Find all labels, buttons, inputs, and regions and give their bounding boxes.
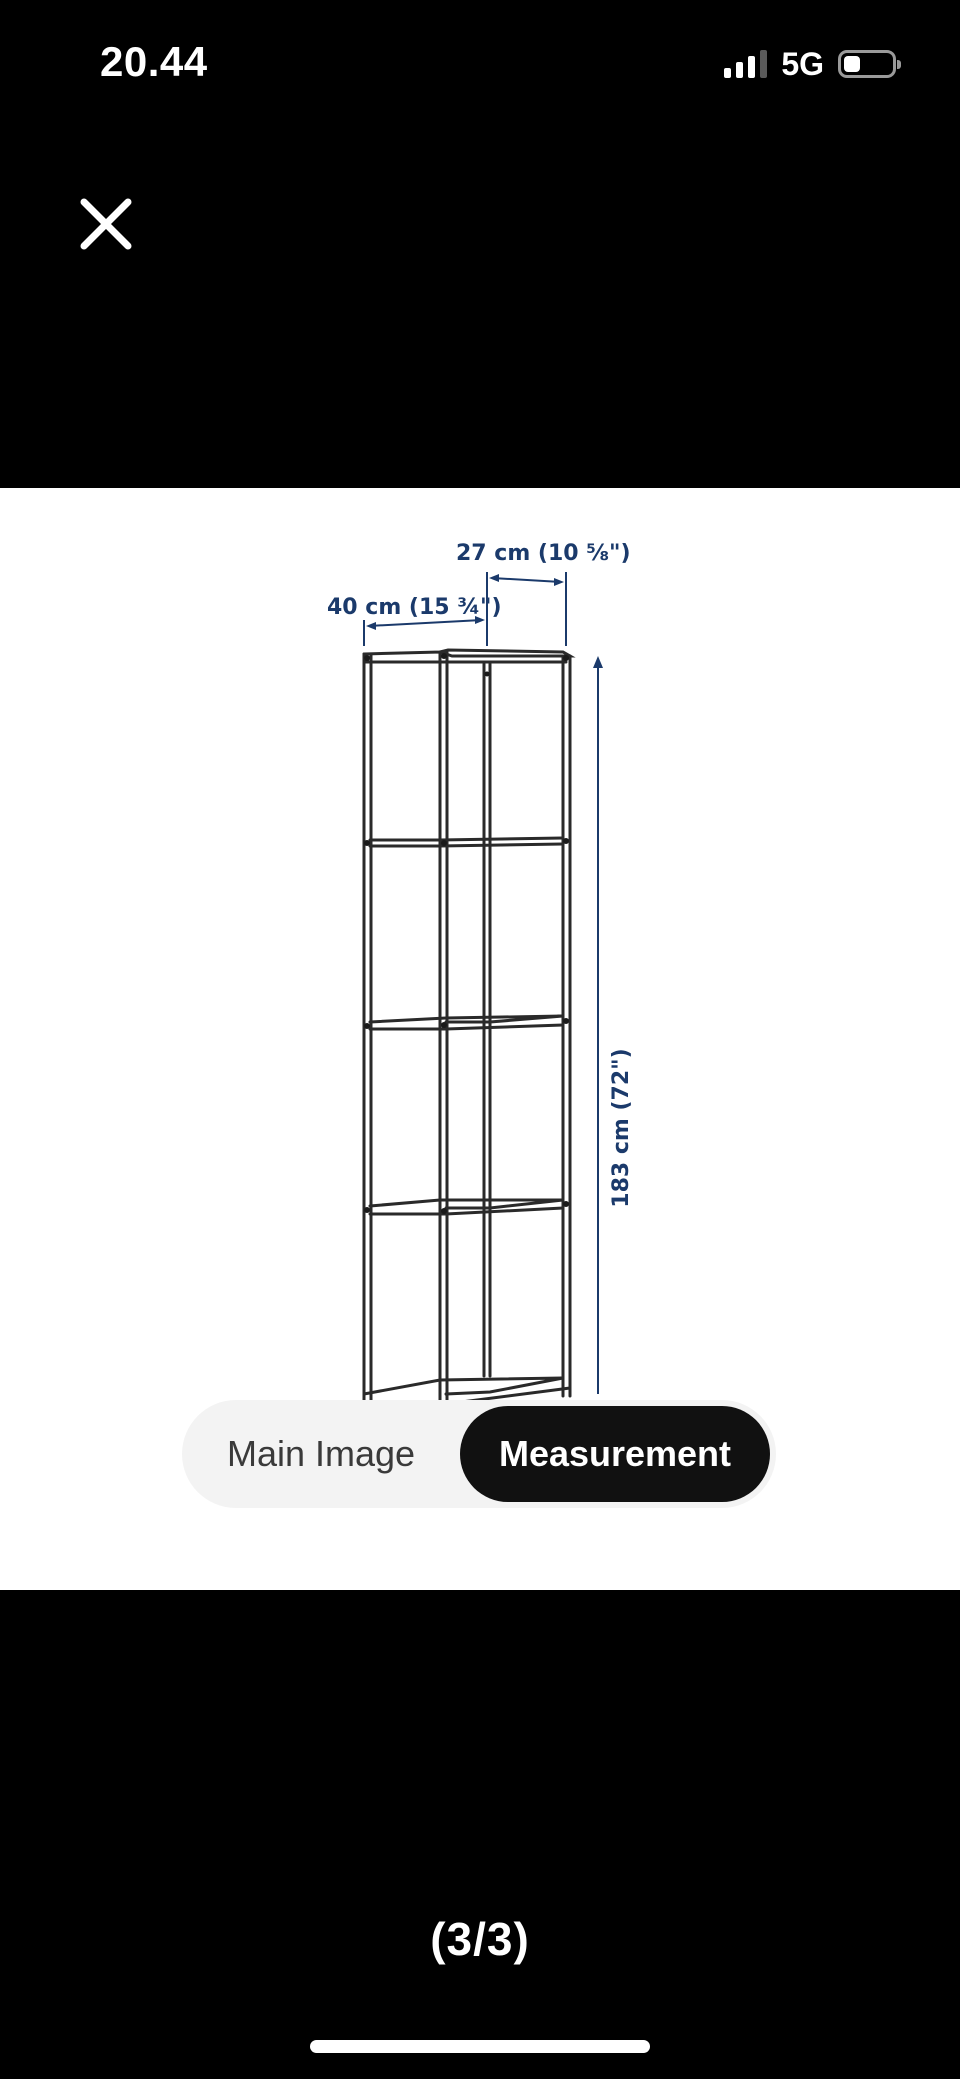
status-time: 20.44 — [100, 38, 208, 85]
network-type: 5G — [781, 45, 824, 82]
shelf-2 — [368, 1014, 564, 1024]
shelf-measurement-diagram: 27 cm (10 ⅝") 40 cm (15 ¾") 183 cm (72") — [327, 541, 634, 1408]
mount-dot — [364, 1207, 370, 1213]
height-arrow-top — [593, 656, 603, 668]
close-button[interactable] — [78, 196, 134, 252]
mount-dot — [563, 655, 569, 661]
cellular-signal-icon — [724, 50, 768, 78]
home-indicator[interactable] — [310, 2040, 650, 2053]
page-indicator: (3/3) — [430, 1913, 530, 1965]
signal-bar — [736, 62, 744, 78]
mount-dot — [563, 1018, 569, 1024]
shelf-bottom — [362, 1376, 564, 1396]
battery-icon — [838, 50, 901, 78]
mount-dot — [563, 1201, 569, 1207]
height-label: 183 cm (72") — [609, 1048, 634, 1207]
close-icon — [80, 198, 132, 250]
status-indicators: 5G — [724, 44, 901, 84]
mount-dot — [441, 840, 447, 846]
width-label: 40 cm (15 ¾") — [327, 595, 502, 620]
product-image[interactable]: 27 cm (10 ⅝") 40 cm (15 ¾") 183 cm (72")… — [0, 488, 960, 1590]
battery-level — [844, 56, 860, 72]
mount-dot — [364, 1023, 370, 1029]
mount-dot — [484, 671, 490, 677]
signal-bar — [724, 68, 732, 78]
width-dimension-line — [368, 619, 483, 627]
depth-arrow-left — [489, 574, 499, 582]
mount-dot — [441, 653, 447, 659]
shelf-3 — [368, 1198, 564, 1210]
image-view-toggle: Main Image Measurement — [182, 1400, 776, 1508]
width-arrow-right — [475, 616, 485, 624]
depth-label: 27 cm (10 ⅝") — [456, 541, 631, 566]
shelf-2-edge — [368, 1023, 565, 1031]
mount-dot — [364, 655, 370, 661]
shelf-1 — [368, 836, 565, 842]
depth-arrow-right — [554, 578, 564, 586]
depth-dimension-line — [491, 577, 562, 583]
mount-dot — [364, 840, 370, 846]
shelf-3-edge — [368, 1206, 565, 1216]
signal-bar — [760, 50, 768, 78]
tab-main-image[interactable]: Main Image — [226, 1433, 416, 1474]
mount-dot — [563, 838, 569, 844]
width-arrow-left — [366, 622, 376, 630]
signal-bar — [748, 56, 756, 78]
mount-dot — [441, 1208, 447, 1214]
mount-dot — [441, 1022, 447, 1028]
shelf-top — [362, 648, 576, 658]
tab-measurement[interactable]: Measurement — [460, 1406, 770, 1502]
shelf-1-edge — [368, 842, 565, 848]
